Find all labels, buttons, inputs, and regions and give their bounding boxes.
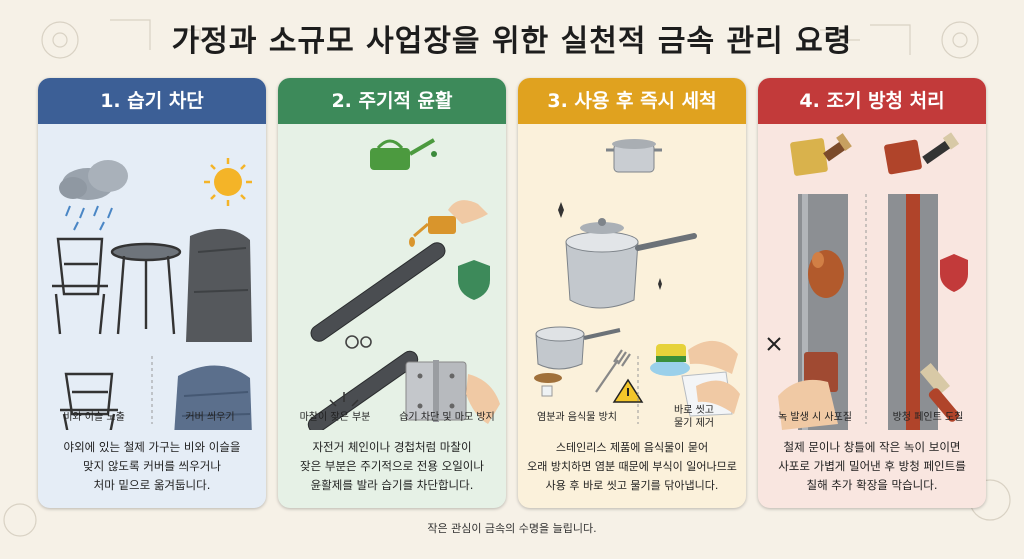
footer-note: 작은 관심이 금속의 수명을 늘립니다. — [427, 522, 597, 535]
card-header: 1. 습기 차단 — [38, 78, 266, 124]
sandpaper-icon — [790, 138, 828, 176]
bicycle-chain-icon — [307, 242, 446, 430]
sponge-wash-icon — [650, 340, 740, 417]
card-body: 녹 발생 시 사포질 방청 페인트 도칠 철제 문이나 창틀에 작은 녹이 보이… — [758, 124, 986, 508]
caption-rain-exposure: 비와 이슬 노출 — [63, 412, 125, 423]
caption-friction-parts: 마찰이 잦은 부분 — [299, 412, 371, 423]
warning-icon — [612, 378, 644, 403]
caption-cover: 커버 씌우기 — [185, 412, 235, 423]
page-title: 가정과 소규모 사업장을 위한 실천적 금속 관리 요령 — [171, 24, 853, 59]
hand-oiling-icon — [409, 200, 488, 247]
saucepan-icon — [565, 218, 697, 309]
paint-brush-icon — [919, 363, 960, 422]
fork-icon — [595, 349, 631, 393]
gear-icon — [345, 335, 372, 349]
oil-can-icon — [370, 138, 437, 170]
card-lubrication: 2. 주기적 윤활 — [278, 78, 506, 508]
card-description: 자전거 체인이나 경첩처럼 마찰이 잦은 부분은 주기적으로 전용 오일이나 윤… — [300, 440, 484, 492]
rain-cloud-icon — [59, 160, 128, 231]
friction-spark-icon — [329, 392, 359, 407]
caption-rust-paint: 방청 페인트 도칠 — [892, 412, 964, 423]
card-description: 철제 문이나 창틀에 작은 녹이 보이면 사포로 가볍게 밀어낸 후 방청 페인… — [778, 440, 966, 492]
card-description: 야외에 있는 철제 가구는 비와 이슬을 맞지 않도록 커버를 씌우거나 처마 … — [63, 440, 241, 492]
shield-icon — [458, 260, 490, 300]
card-body: 마찰이 잦은 부분 습기 차단 및 마모 방지 자전거 체인이나 경첩처럼 마찰… — [278, 124, 506, 508]
furniture-cover-icon — [174, 365, 252, 430]
card-immediate-wash: 3. 사용 후 즉시 세척 — [518, 78, 746, 508]
card-header: 3. 사용 후 즉시 세척 — [518, 78, 746, 124]
paint-brush-icon — [823, 133, 852, 162]
card-description: 스테인리스 제품에 음식물이 묻어 오래 방치하면 염분 때문에 부식이 일어나… — [527, 441, 737, 492]
caption-wash-dry: 바로 씻고 물기 제거 — [674, 405, 714, 429]
caption-salt-neglect: 염분과 음식물 방치 — [537, 412, 617, 423]
outdoor-furniture-icon — [52, 237, 182, 335]
pot-icon — [606, 139, 662, 173]
card-body: 염분과 음식물 방치 바로 씻고 물기 제거 스테인리스 제품에 음식물이 묻어… — [518, 124, 746, 508]
painted-frame-icon — [888, 194, 938, 430]
chair-exposed-icon — [60, 372, 118, 430]
card-header: 4. 조기 방청 처리 — [758, 78, 986, 124]
card-header: 2. 주기적 윤활 — [278, 78, 506, 124]
caption-moisture-wear: 습기 차단 및 마모 방지 — [399, 412, 495, 423]
moisture-illustration — [52, 158, 252, 430]
sparkle-icon — [558, 202, 662, 290]
dirty-pot-icon — [534, 326, 621, 397]
rustproof-illustration — [767, 132, 968, 430]
door-hinge-icon — [405, 360, 467, 422]
shield-icon — [940, 254, 968, 292]
card-moisture-block: 1. 습기 차단 — [38, 78, 266, 508]
card-early-rustproof: 4. 조기 방청 처리 — [758, 78, 986, 508]
rust-paint-sample-icon — [884, 139, 922, 175]
caption-sanding: 녹 발생 시 사포질 — [778, 412, 852, 423]
sun-icon — [204, 158, 252, 206]
lubrication-illustration — [307, 138, 500, 430]
hand-icon — [466, 374, 500, 424]
card-body: 비와 이슬 노출 커버 씌우기 야외에 있는 철제 가구는 비와 이슬을 맞지 … — [38, 124, 266, 508]
paint-brush-icon — [922, 132, 960, 165]
covered-chair-icon — [186, 228, 252, 342]
hand-sanding-icon — [767, 337, 838, 430]
washing-illustration — [534, 139, 740, 424]
